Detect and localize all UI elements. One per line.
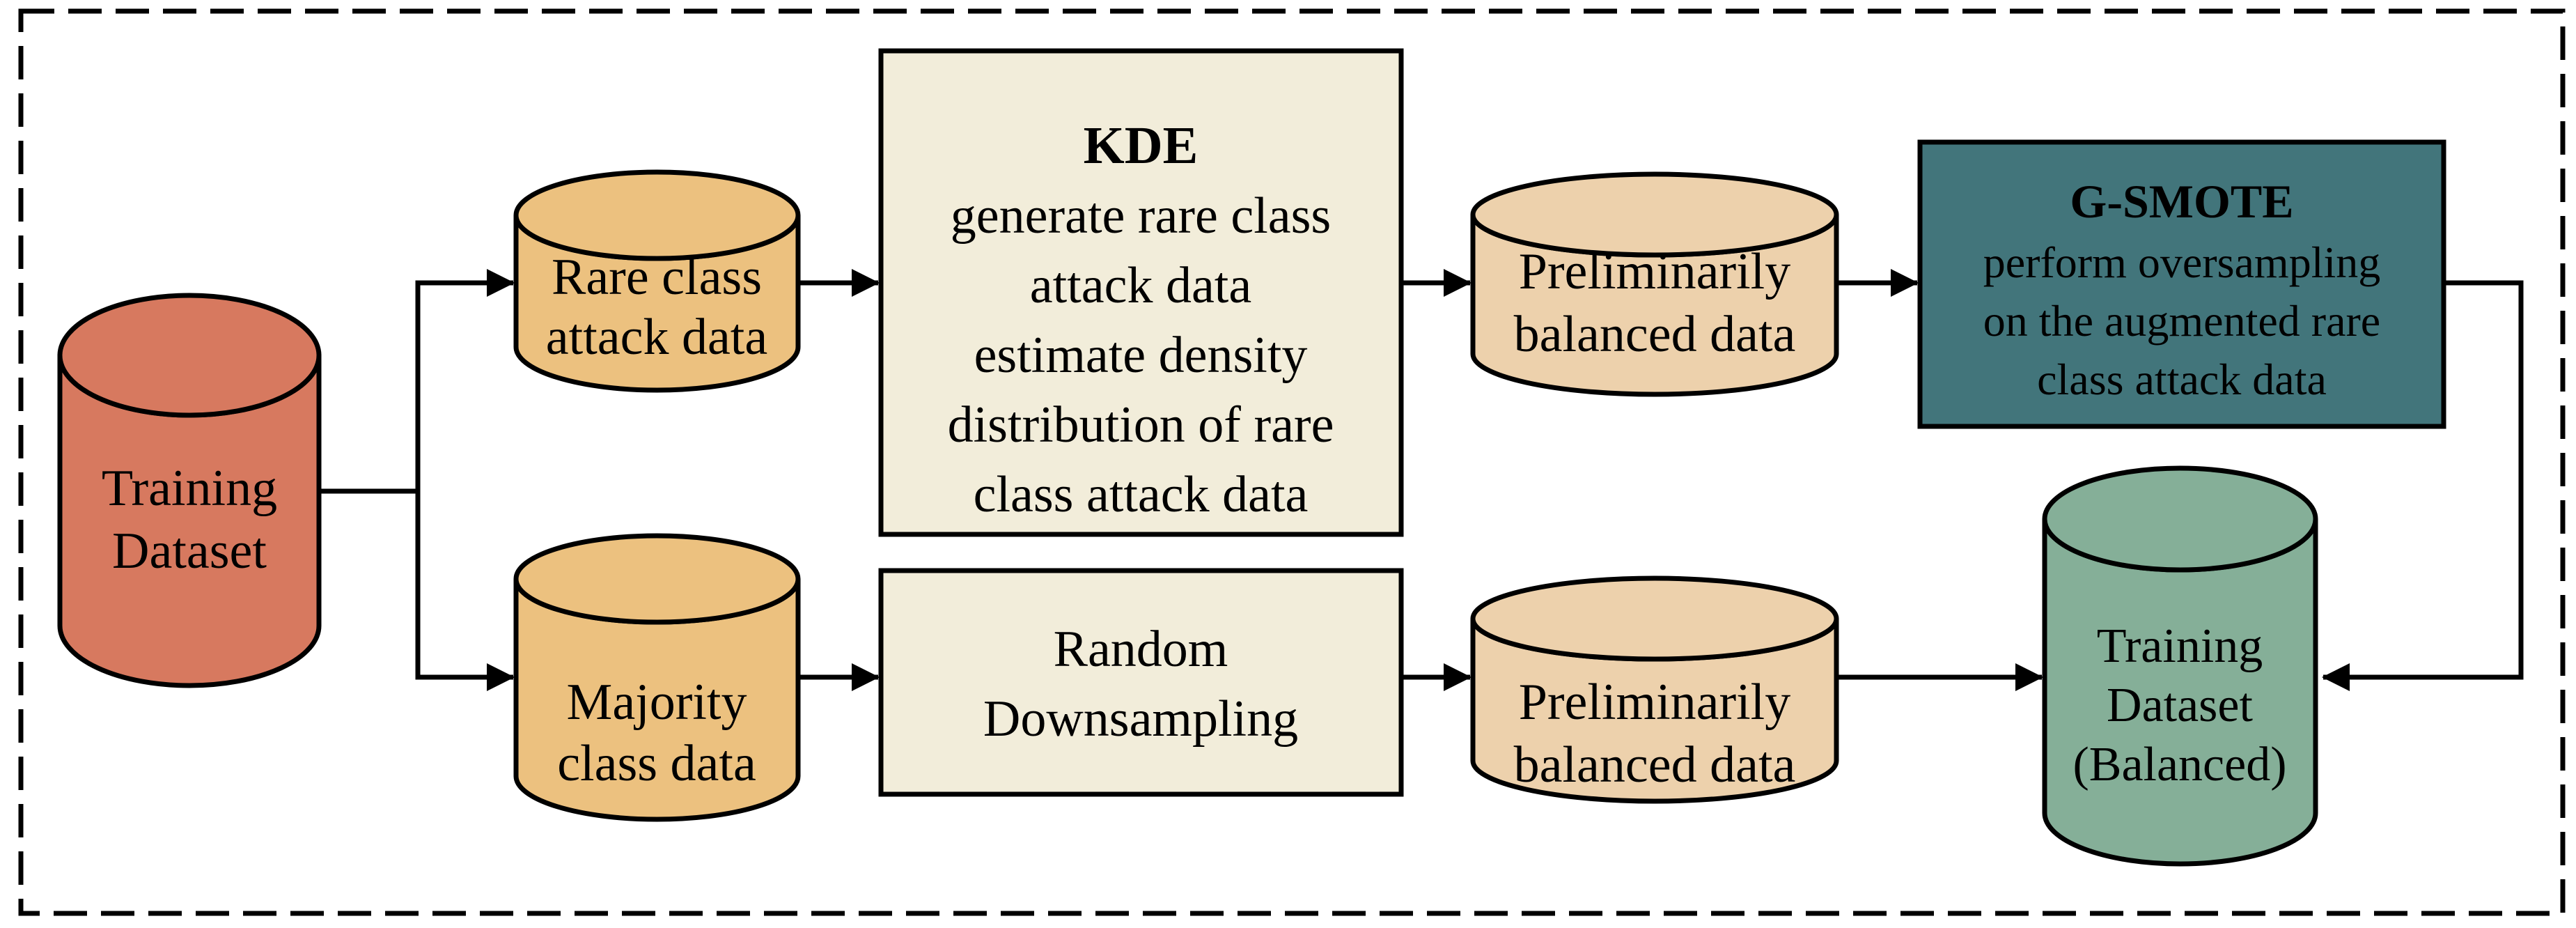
prelim-top-label-line2: balanced data — [1514, 306, 1796, 363]
kde-label-line3: estimate density — [974, 327, 1308, 384]
balanced-dataset-label-line1: Training — [2097, 619, 2263, 673]
g-smote-box — [1917, 139, 2446, 429]
cylinder-top — [1470, 171, 1839, 258]
cylinder-top — [57, 293, 322, 418]
kde-label-line4: distribution of rare — [948, 396, 1334, 454]
random-downsampling-label-line2: Downsampling — [983, 690, 1298, 748]
prelim-bottom-label-line1: Preliminarily — [1519, 674, 1791, 731]
training-dataset-cylinder — [57, 293, 322, 688]
g-smote-title: G-SMOTE — [2070, 175, 2293, 228]
random-downsampling-label-line1: Random — [1054, 621, 1228, 678]
random-downsampling-box — [878, 568, 1404, 797]
balanced-dataset-label-line2: Dataset — [2107, 679, 2253, 732]
labels: Training Dataset Rare class attack data … — [102, 116, 2380, 794]
majority-class-label-line1: Majority — [567, 674, 747, 731]
g-smote-label-line3: class attack data — [2037, 355, 2327, 404]
g-smote-label-line1: perform oversampling — [1983, 238, 2381, 287]
balanced-dataset-cylinder — [2042, 465, 2318, 867]
cylinder-top — [513, 533, 801, 625]
prelim-balanced-top-cylinder — [1470, 171, 1839, 397]
g-smote-label-line2: on the augmented rare — [1983, 296, 2380, 346]
majority-class-cylinder — [513, 533, 801, 822]
connectors — [319, 269, 2524, 691]
rare-class-label-line2: attack data — [546, 309, 767, 366]
kde-label-line2: attack data — [1030, 257, 1251, 314]
cylinder-top — [513, 169, 801, 261]
arrow-gsmote-to-balanced — [2322, 280, 2524, 691]
kde-label-line1: generate rare class — [951, 187, 1331, 245]
prelim-balanced-bottom-cylinder — [1470, 575, 1839, 804]
majority-class-label-line2: class data — [557, 735, 756, 792]
dashed-border — [18, 8, 2566, 916]
cylinder-top — [1470, 575, 1839, 662]
cylinder-top — [2042, 465, 2318, 573]
kde-label-line5: class attack data — [974, 466, 1309, 523]
kde-process-box — [878, 48, 1404, 537]
training-dataset-label-line2: Dataset — [112, 523, 267, 580]
rare-class-cylinder — [513, 169, 801, 393]
prelim-top-label-line1: Preliminarily — [1519, 243, 1791, 300]
training-dataset-label-line1: Training — [102, 460, 277, 517]
kde-title: KDE — [1084, 116, 1199, 175]
prelim-bottom-label-line2: balanced data — [1514, 736, 1796, 794]
rare-class-label-line1: Rare class — [552, 249, 762, 306]
balanced-dataset-label-line3: (Balanced) — [2072, 738, 2286, 791]
